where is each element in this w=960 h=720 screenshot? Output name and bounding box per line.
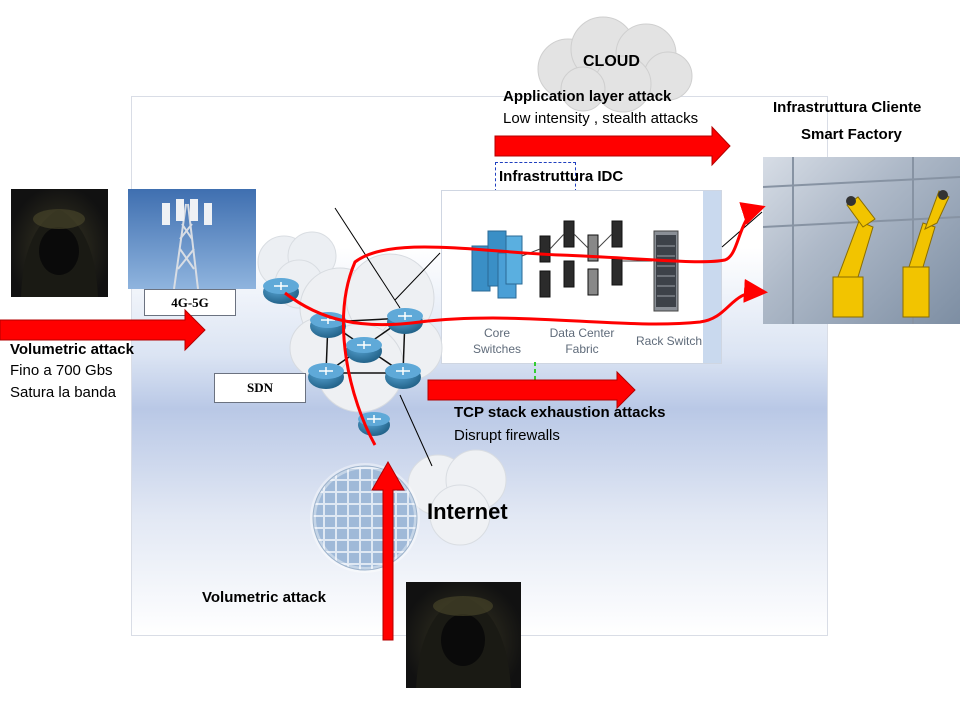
idc-caption-rack: Rack Switch: [635, 334, 703, 348]
cloud-label: CLOUD: [583, 53, 640, 70]
idc-image: Core Switches Data Center Fabric Rack Sw…: [441, 190, 722, 364]
arrow-tcp: [427, 370, 636, 410]
idc-caption-core: Core Switches: [472, 326, 522, 356]
gen-label-box: 4G-5G: [144, 289, 236, 316]
internet-cloud-shape: [407, 449, 507, 546]
fabric-icon: [539, 220, 623, 298]
arrow-app-layer: [494, 125, 731, 167]
vol-bottom-title: Volumetric attack: [202, 589, 326, 606]
app-attack-desc: Low intensity , stealth attacks: [503, 110, 699, 127]
client-label-line2: Smart Factory: [801, 126, 902, 143]
idc-title: Infrastruttura IDC: [499, 168, 624, 185]
hacker-image-left: [11, 189, 108, 297]
arrow-volumetric-left: [0, 308, 206, 352]
diagram-panel: [131, 96, 828, 636]
core-switches-icon: [471, 230, 523, 299]
sdn-label-box: SDN: [214, 373, 306, 403]
router-icons: [263, 278, 423, 436]
rack-switch-icon: [653, 230, 679, 312]
internet-label: Internet: [427, 499, 508, 524]
hacker-image-bottom: [406, 582, 521, 688]
vol-left-line1: Fino a 700 Gbs: [10, 362, 113, 379]
tcp-title: TCP stack exhaustion attacks: [454, 404, 666, 421]
client-label-line1: Infrastruttura Cliente: [773, 99, 922, 116]
tcp-desc: Disrupt firewalls: [454, 427, 560, 444]
arrow-volumetric-bottom: [371, 460, 405, 641]
cloud-shape: [537, 16, 693, 113]
smart-factory-image: [763, 157, 960, 324]
idc-caption-fabric: Data Center Fabric: [549, 326, 615, 356]
internet-globe-icon: [310, 463, 420, 573]
vol-left-line2: Satura la banda: [10, 384, 116, 401]
app-attack-title: Application layer attack: [503, 88, 672, 105]
vol-left-title: Volumetric attack: [10, 341, 134, 358]
tower-image: [128, 189, 256, 290]
